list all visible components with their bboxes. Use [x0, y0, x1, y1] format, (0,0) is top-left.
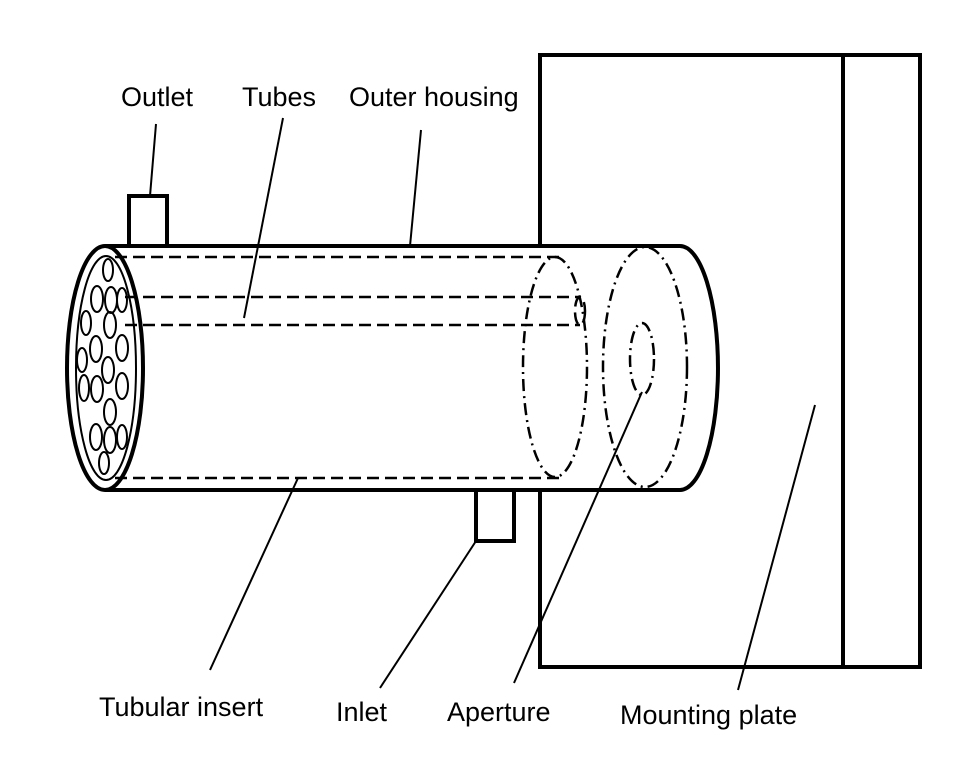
tubular-insert	[115, 255, 589, 480]
label-inlet: Inlet	[336, 697, 388, 727]
outlet-nozzle	[127, 194, 169, 246]
aperture-leader	[513, 391, 643, 684]
mounting-plate-leader	[737, 404, 816, 691]
end-flange	[601, 245, 689, 489]
tubes-leader	[243, 117, 284, 319]
label-outer-housing: Outer housing	[349, 82, 519, 112]
tube-ends	[76, 258, 129, 475]
label-outlet: Outlet	[121, 82, 194, 112]
label-tubular-insert: Tubular insert	[99, 692, 264, 722]
label-aperture: Aperture	[447, 697, 551, 727]
tubular-insert-leader	[209, 477, 299, 671]
inlet-leader	[379, 540, 477, 689]
aperture	[628, 321, 656, 397]
label-mounting-plate: Mounting plate	[620, 700, 797, 730]
leader-lines	[149, 117, 816, 691]
tubes	[125, 295, 587, 327]
outer-housing	[105, 244, 720, 492]
inlet-nozzle	[474, 490, 516, 543]
outlet-leader	[149, 123, 157, 197]
front-face	[65, 244, 145, 492]
outer-housing-leader	[409, 129, 422, 247]
label-tubes: Tubes	[242, 82, 316, 112]
